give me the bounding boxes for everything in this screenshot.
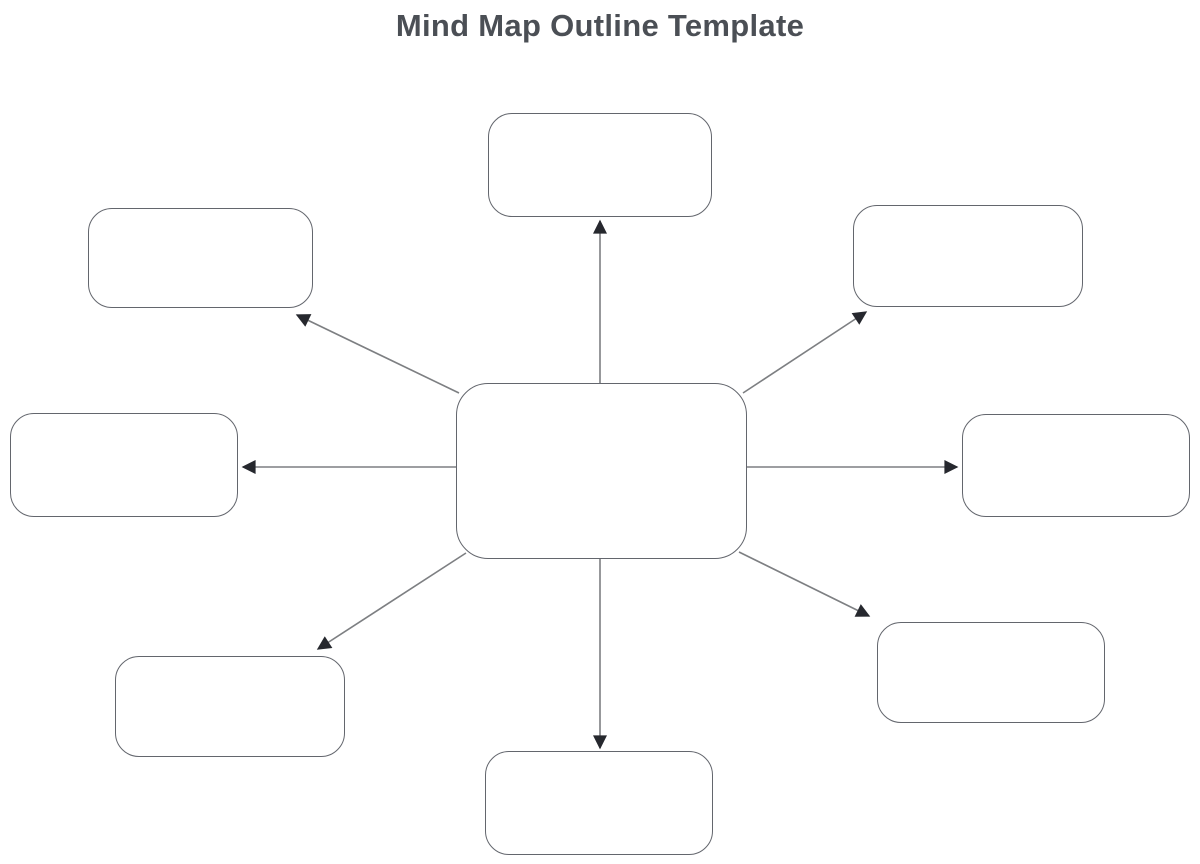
node-subtopic-top-right[interactable] [853,205,1083,307]
node-central-topic[interactable] [456,383,747,559]
node-subtopic-right[interactable] [962,414,1190,517]
connector-central-to-top-right [742,311,868,394]
connector-central-to-top-left [295,314,460,394]
node-subtopic-bottom-left[interactable] [115,656,345,757]
node-subtopic-left[interactable] [10,413,238,517]
connector-central-to-bottom-left [316,552,467,650]
connector-central-to-bottom-right [738,551,871,617]
node-subtopic-bottom[interactable] [485,751,713,855]
node-subtopic-top[interactable] [488,113,712,217]
node-subtopic-bottom-right[interactable] [877,622,1105,723]
node-subtopic-top-left[interactable] [88,208,313,308]
page-title: Mind Map Outline Template [395,8,805,43]
